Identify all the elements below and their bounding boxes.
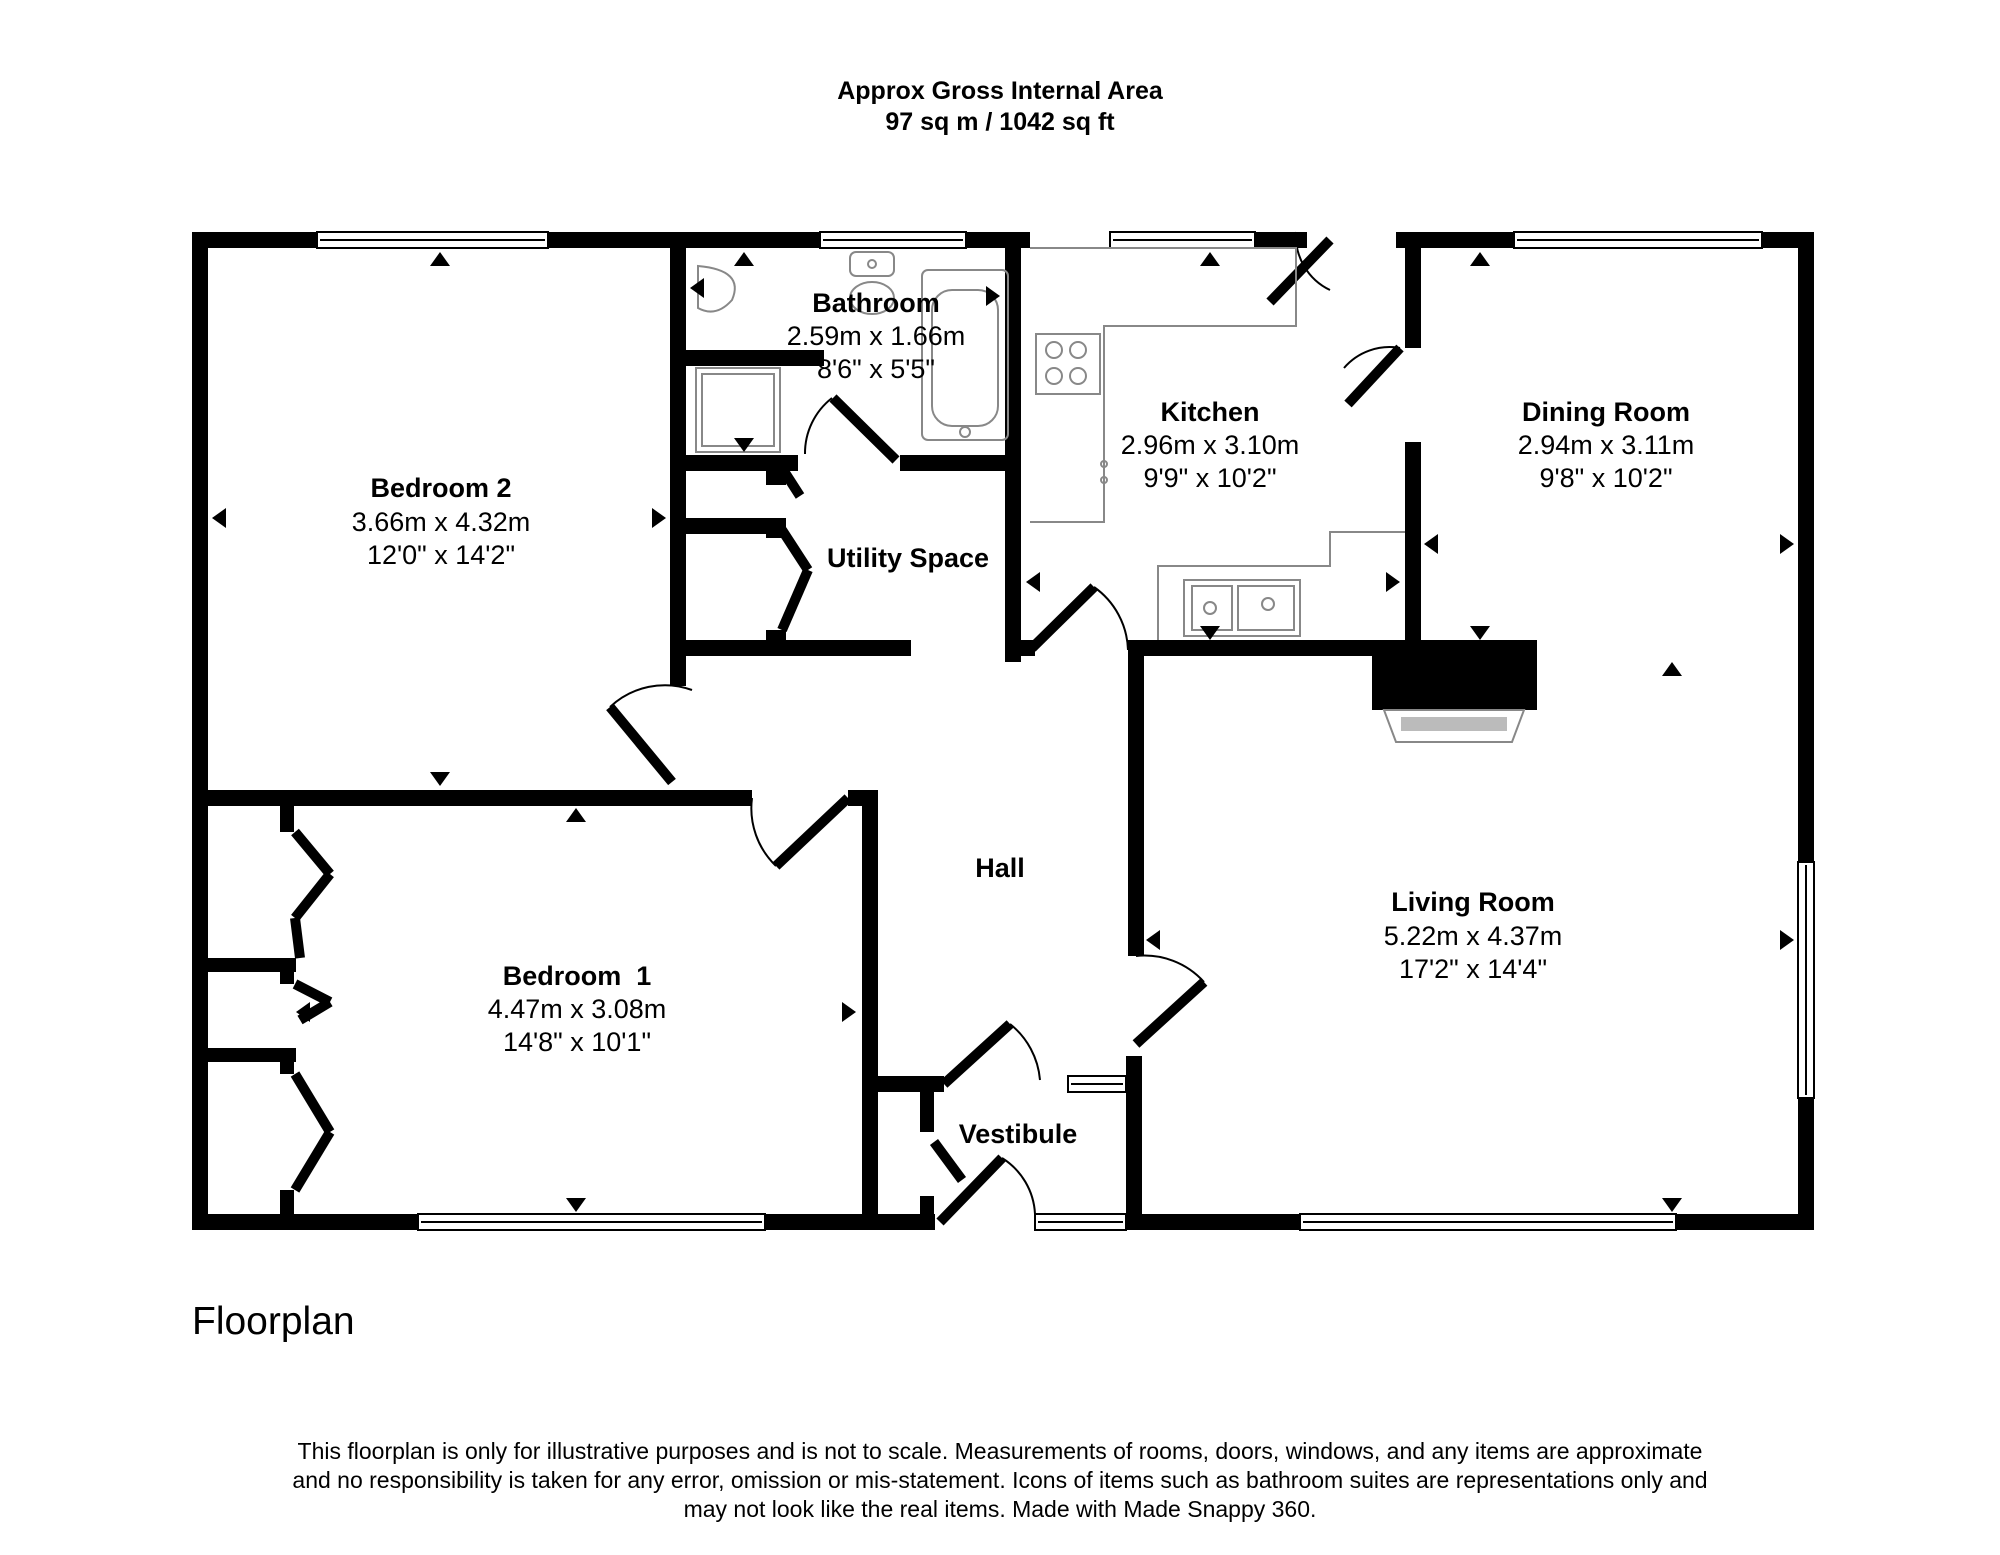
floorplan-caption: Floorplan [192,1300,355,1343]
area-value: 97 sq m / 1042 sq ft [885,108,1115,136]
room-imperial: 8'6" x 5'5" [817,354,935,384]
room-imperial: 17'2" x 14'4" [1399,954,1547,984]
room-metric: 4.47m x 3.08m [488,994,667,1024]
exterior-walls [192,232,1814,1230]
room-imperial: 9'9" x 10'2" [1143,463,1276,493]
measure-arrows [212,252,1794,1212]
room-name: Bedroom 2 [370,473,511,503]
room-utility-space: Utility Space [827,543,989,573]
disclaimer-line: This floorplan is only for illustrative … [297,1438,1703,1464]
room-name: Utility Space [827,543,989,573]
room-name: Living Room [1391,887,1555,917]
windows [316,231,1815,1231]
area-title: Approx Gross Internal Area [837,77,1164,105]
room-name: Kitchen [1160,397,1259,427]
room-imperial: 9'8" x 10'2" [1539,463,1672,493]
room-vestibule: Vestibule [959,1119,1078,1149]
interior-walls [192,232,1537,1230]
room-imperial: 14'8" x 10'1" [503,1027,651,1057]
room-name: Dining Room [1522,397,1690,427]
room-metric: 2.59m x 1.66m [787,321,966,351]
room-metric: 5.22m x 4.37m [1384,921,1563,951]
room-hall: Hall [975,853,1025,883]
room-name: Bedroom 1 [503,961,652,991]
room-name: Hall [975,853,1025,883]
room-name: Bathroom [812,288,940,318]
disclaimer: This floorplan is only for illustrative … [250,1437,1750,1524]
room-metric: 3.66m x 4.32m [352,507,531,537]
room-dining-room: Dining Room 2.94m x 3.11m 9'8" x 10'2" [1518,397,1695,493]
room-metric: 2.96m x 3.10m [1121,430,1300,460]
room-bathroom: Bathroom 2.59m x 1.66m 8'6" x 5'5" [787,288,966,384]
doors [290,231,1404,1226]
room-metric: 2.94m x 3.11m [1518,430,1695,460]
room-living-room: Living Room 5.22m x 4.37m 17'2" x 14'4" [1384,887,1563,984]
room-imperial: 12'0" x 14'2" [367,540,515,570]
disclaimer-line: and no responsibility is taken for any e… [292,1467,1708,1493]
disclaimer-line: may not look like the real items. Made w… [683,1496,1317,1522]
room-bedroom-2: Bedroom 2 3.66m x 4.32m 12'0" x 14'2" [352,473,531,570]
room-bedroom-1: Bedroom 1 4.47m x 3.08m 14'8" x 10'1" [488,961,667,1057]
fixtures [695,247,1526,743]
room-kitchen: Kitchen 2.96m x 3.10m 9'9" x 10'2" [1121,397,1300,493]
room-name: Vestibule [959,1119,1078,1149]
